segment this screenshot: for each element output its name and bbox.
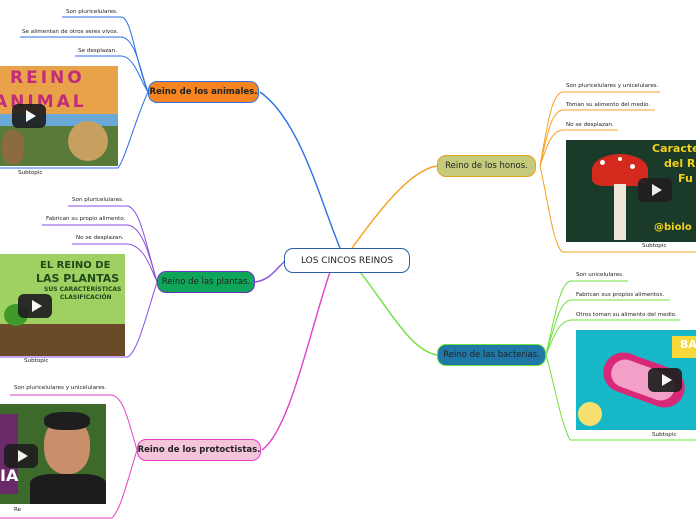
leaf-bacterias-3[interactable]: Otros toman su alimento del medio.: [576, 312, 677, 318]
link-plantas: [254, 260, 286, 283]
leaf-bacterias-2[interactable]: Fabrican sus propios alimentos.: [576, 292, 665, 298]
play-icon[interactable]: [4, 444, 38, 468]
thumb-art-line-2: LAS PLANTAS: [36, 272, 120, 285]
link-hongos: [351, 165, 438, 249]
branch-protoctistas[interactable]: Reino de los protoctistas.: [137, 439, 261, 461]
link-bacterias: [359, 271, 438, 356]
leaf-hongos-1[interactable]: Son pluricelulares y unicelulares.: [566, 83, 659, 89]
leaf-hongos-2[interactable]: Toman su alimento del medio.: [566, 102, 651, 108]
video-caption-plantas: Subtopic: [24, 358, 49, 364]
video-thumbnail-protoctistas[interactable]: IA: [0, 404, 106, 504]
leaf-animales-3[interactable]: Se desplazan.: [78, 48, 117, 54]
play-icon[interactable]: [638, 178, 672, 202]
branch-bacterias-label: Reino de las bacterias.: [443, 350, 540, 360]
video-thumbnail-animales[interactable]: REINO ANIMAL: [0, 66, 118, 166]
video-caption-hongos: Subtopic: [642, 243, 667, 249]
link-animales: [259, 91, 341, 249]
leaf-bacterias-1[interactable]: Son unicelulares.: [576, 272, 624, 278]
video-caption-bacterias: Subtopic: [652, 432, 677, 438]
branch-plantas-label: Reino de las plantas.: [161, 277, 251, 287]
branch-protoctistas-label: Reino de los protoctistas.: [137, 445, 261, 455]
branch-animales[interactable]: Reino de los animales.: [148, 81, 259, 103]
branch-hongos-label: Reino de los honos.: [445, 161, 528, 171]
thumb-art-line-1: REINO: [10, 68, 85, 88]
branch-hongos[interactable]: Reino de los honos.: [437, 155, 536, 177]
leaf-protoctistas-1[interactable]: Son pluricelulares y unicelulares.: [14, 385, 107, 391]
root-label: LOS CINCOS REINOS: [300, 255, 394, 266]
branch-animales-label: Reino de los animales.: [149, 87, 258, 97]
thumb-art-line-1: IA: [0, 466, 19, 485]
video-caption-protoctistas: Re: [14, 507, 22, 513]
thumb-art-line-1: Caracte: [652, 142, 696, 155]
link-protoctistas: [261, 271, 331, 451]
thumb-art-line-4: @biolo: [654, 222, 692, 233]
branch-bacterias[interactable]: Reino de las bacterias.: [437, 344, 546, 366]
leaf-plantas-3[interactable]: No se desplazan.: [76, 235, 124, 241]
video-caption-animales: Subtopic: [18, 170, 43, 176]
thumb-art-line-1: BA: [680, 338, 696, 351]
video-thumbnail-plantas[interactable]: EL REINO DE LAS PLANTAS SUS CARACTERÍSTI…: [0, 254, 125, 356]
leaf-plantas-2[interactable]: Fabrican su propio alimento.: [46, 216, 126, 222]
video-thumbnail-bacterias[interactable]: BA: [576, 330, 696, 430]
thumb-art-line-2: del R: [664, 157, 696, 170]
thumb-art-line-3: SUS CARACTERÍSTICAS: [44, 286, 122, 293]
leaf-hongos-3[interactable]: No se desplazan.: [566, 122, 614, 128]
leaf-animales-2[interactable]: Se alimentan de otros seres vivos.: [22, 29, 119, 35]
play-icon[interactable]: [648, 368, 682, 392]
leaf-animales-1[interactable]: Son pluricelulares.: [66, 9, 118, 15]
branch-plantas[interactable]: Reino de las plantas.: [157, 271, 255, 293]
thumb-art-line-3: Fu: [678, 172, 693, 185]
play-icon[interactable]: [18, 294, 52, 318]
thumb-art-line-1: EL REINO DE: [40, 260, 111, 271]
video-thumbnail-hongos[interactable]: Caracte del R Fu @biolo: [566, 140, 696, 242]
root-node[interactable]: LOS CINCOS REINOS: [284, 248, 410, 273]
leaf-plantas-1[interactable]: Son pluricelulares.: [72, 197, 124, 203]
thumb-art-line-4: CLASIFICACIÓN: [60, 294, 112, 301]
play-icon[interactable]: [12, 104, 46, 128]
